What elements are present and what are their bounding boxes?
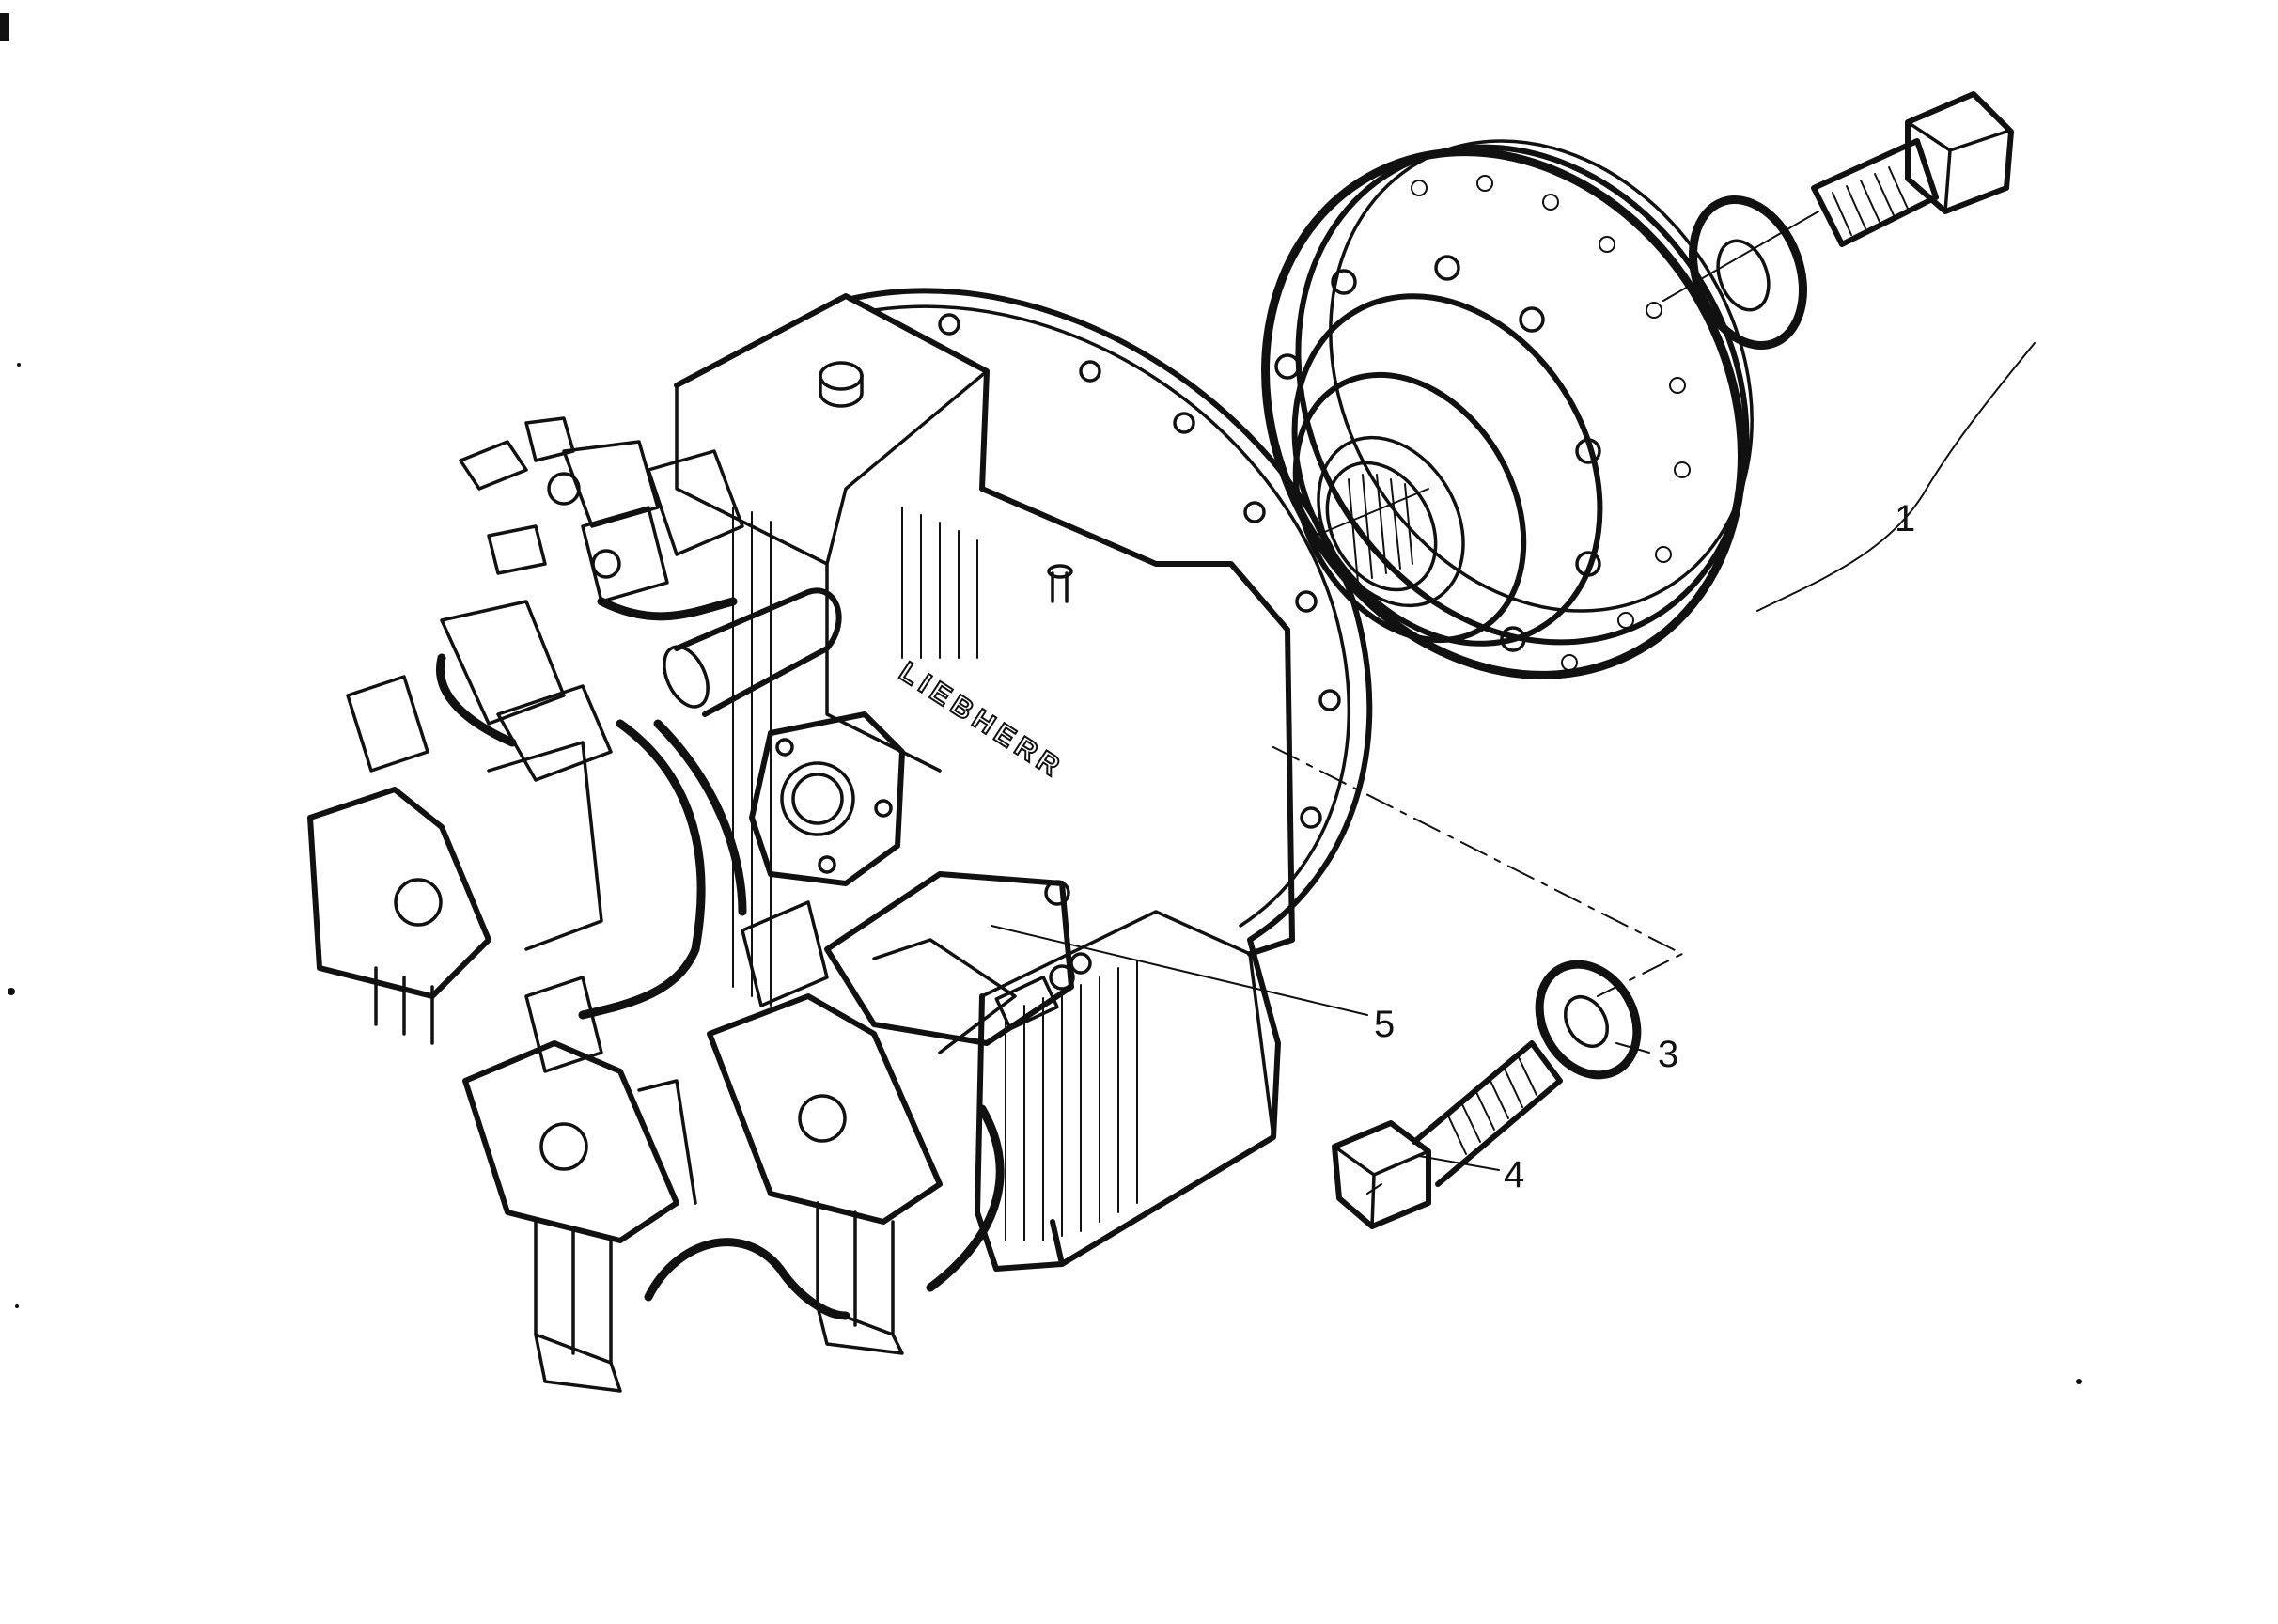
gearbox-housing: LIEBHERR	[674, 288, 1373, 1272]
flexplate-disc	[1261, 139, 1754, 679]
bolt-upper	[1811, 91, 2014, 247]
scan-mark	[0, 13, 9, 41]
hydraulic-hoses	[436, 597, 1005, 1320]
callout-3: 3	[1658, 1034, 1678, 1075]
washer-upper	[1689, 195, 1807, 350]
washer-lower	[1535, 960, 1642, 1080]
liebherr-logo: LIEBHERR	[894, 656, 1069, 785]
scan-specks	[8, 363, 2082, 1384]
bolt-lower	[1332, 1040, 1563, 1229]
callout-4: 4	[1504, 1154, 1524, 1195]
leader-lines	[991, 342, 2036, 1195]
callout-5: 5	[1374, 1004, 1395, 1045]
valve-assembly	[307, 416, 1075, 1393]
assembly-centerline	[1272, 746, 1683, 997]
callout-1: 1	[1895, 498, 1915, 539]
